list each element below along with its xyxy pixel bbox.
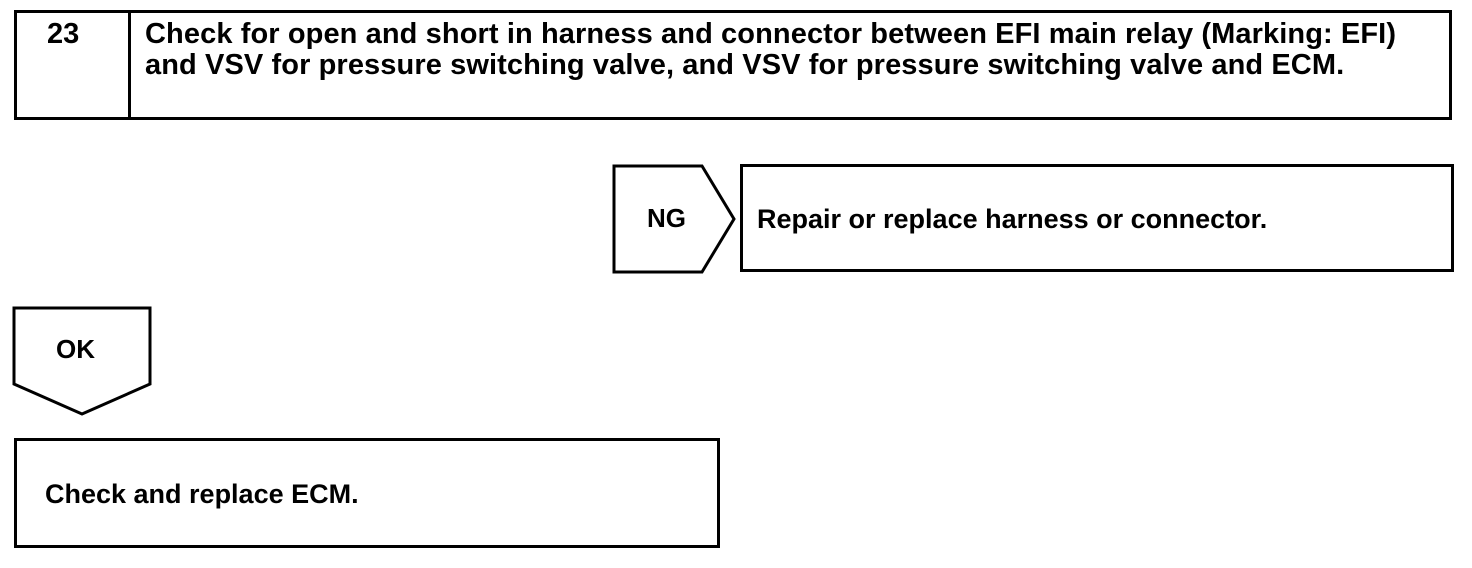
ok-label: OK xyxy=(56,334,95,364)
ok-arrow-shape xyxy=(12,306,152,416)
step-box: 23 Check for open and short in harness a… xyxy=(14,10,1452,120)
ng-arrow-shape xyxy=(612,164,736,274)
ok-result-box: Check and replace ECM. xyxy=(14,438,720,548)
ng-result-text: Repair or replace harness or connector. xyxy=(757,204,1268,234)
step-instruction: Check for open and short in harness and … xyxy=(145,18,1397,81)
ok-result-text: Check and replace ECM. xyxy=(45,479,359,509)
step-number: 23 xyxy=(47,18,80,50)
ng-label: NG xyxy=(647,203,686,233)
ng-result-box: Repair or replace harness or connector. xyxy=(740,164,1454,272)
step-number-cell: 23 xyxy=(17,13,131,117)
